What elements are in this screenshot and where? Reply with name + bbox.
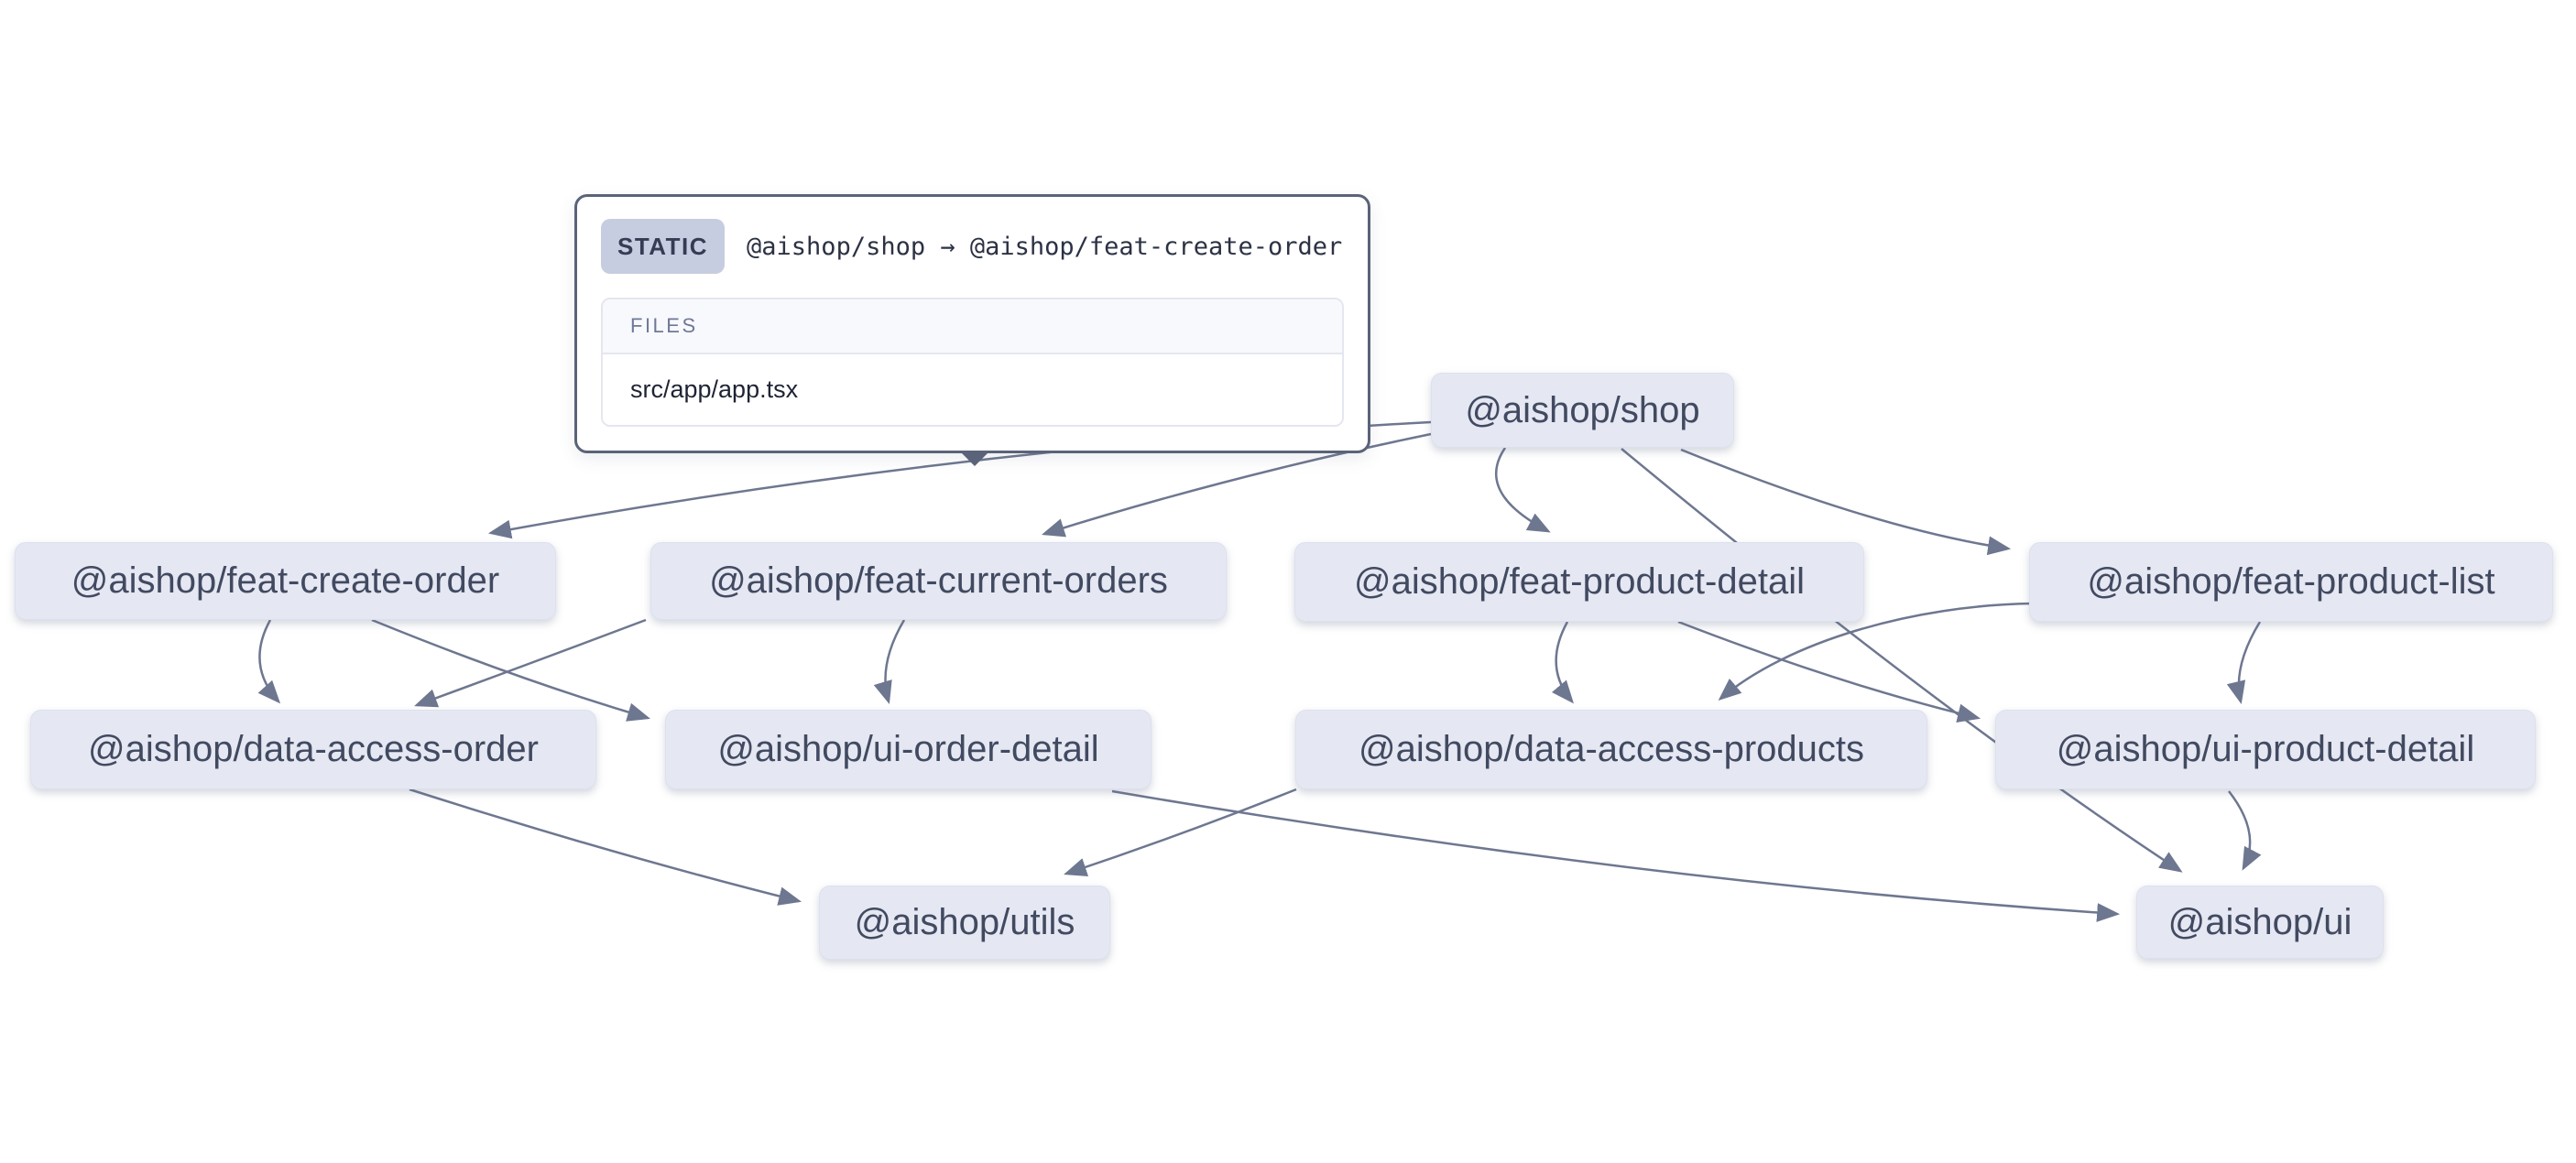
edge-ui-order-detail--ui[interactable] bbox=[1111, 789, 2121, 922]
graph-node-data-access-order[interactable]: @aishop/data-access-order bbox=[30, 710, 596, 789]
graph-node-utils[interactable]: @aishop/utils bbox=[819, 886, 1110, 960]
graph-node-shop[interactable]: @aishop/shop bbox=[1431, 373, 1734, 448]
edge-feat-create-order--data-access-order[interactable] bbox=[257, 619, 281, 704]
edge-shop--feat-product-list[interactable] bbox=[1680, 448, 2012, 556]
edge-data-access-order--utils[interactable] bbox=[409, 788, 802, 906]
graph-node-ui-order-detail[interactable]: @aishop/ui-order-detail bbox=[665, 710, 1152, 789]
graph-node-feat-create-order[interactable]: @aishop/feat-create-order bbox=[15, 542, 556, 620]
edge-ui-product-detail--ui[interactable] bbox=[2228, 790, 2262, 871]
graph-node-ui[interactable]: @aishop/ui bbox=[2136, 886, 2384, 959]
edge-feat-current-orders--data-access-order[interactable] bbox=[414, 618, 647, 708]
edge-shop--ui[interactable] bbox=[1621, 448, 2183, 873]
edge-feat-create-order--ui-order-detail[interactable] bbox=[371, 618, 650, 722]
edge-type-badge: STATIC bbox=[601, 219, 726, 274]
edge-label: @aishop/shop → @aishop/feat-create-order bbox=[747, 232, 1343, 261]
edge-feat-product-list--data-access-products[interactable] bbox=[1718, 602, 2033, 701]
edge-feat-product-detail--ui-product-detail[interactable] bbox=[1677, 620, 1981, 723]
edge-shop--feat-product-detail[interactable] bbox=[1494, 447, 1551, 533]
graph-node-data-access-products[interactable]: @aishop/data-access-products bbox=[1295, 710, 1927, 789]
tooltip-pointer bbox=[961, 452, 988, 466]
edge-data-access-products--utils[interactable] bbox=[1064, 788, 1297, 876]
files-panel: FILES src/app/app.tsx bbox=[601, 298, 1344, 427]
graph-node-feat-product-list[interactable]: @aishop/feat-product-list bbox=[2029, 542, 2553, 622]
edge-shop--feat-current-orders[interactable] bbox=[1042, 432, 1432, 538]
graph-node-feat-product-detail[interactable]: @aishop/feat-product-detail bbox=[1294, 542, 1864, 622]
graph-node-ui-product-detail[interactable]: @aishop/ui-product-detail bbox=[1995, 710, 2536, 789]
edge-tooltip: STATIC @aishop/shop → @aishop/feat-creat… bbox=[574, 194, 1370, 466]
graph-node-feat-current-orders[interactable]: @aishop/feat-current-orders bbox=[650, 542, 1227, 620]
edge-feat-product-detail--data-access-products[interactable] bbox=[1551, 621, 1575, 704]
edge-feat-current-orders--ui-order-detail[interactable] bbox=[873, 619, 906, 704]
file-list-item: src/app/app.tsx bbox=[603, 354, 1342, 425]
edge-feat-product-list--ui-product-detail[interactable] bbox=[2226, 621, 2262, 705]
files-panel-header: FILES bbox=[603, 299, 1342, 354]
tooltip-header: STATIC @aishop/shop → @aishop/feat-creat… bbox=[601, 219, 1344, 274]
